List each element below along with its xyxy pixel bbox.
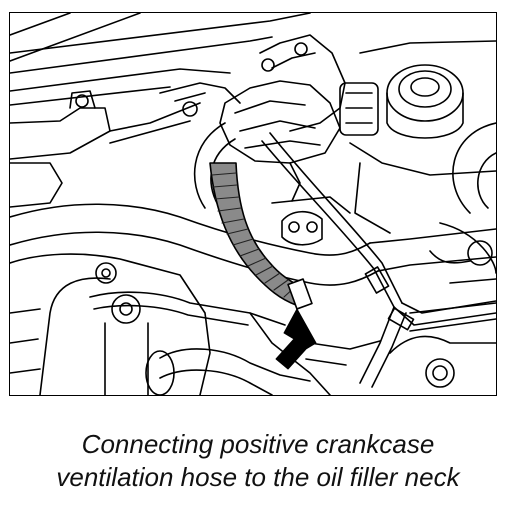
main-pipe: [10, 203, 496, 286]
reservoir-cap: [349, 40, 496, 234]
sensor-bracket: [219, 34, 379, 202]
up-right-pointer-arrow-icon: [275, 308, 317, 370]
corrugated-hose-icon: [209, 162, 313, 310]
figure-caption: Connecting positive crankcase ventilatio…: [0, 428, 516, 494]
oil-filler-neck: [271, 196, 351, 246]
caption-line-2: ventilation hose to the oil filler neck: [56, 462, 460, 492]
engine-bay-illustration: [9, 12, 497, 396]
left-bracket: [10, 82, 241, 208]
upper-cross-member: [10, 13, 311, 106]
engine-block: [10, 253, 311, 395]
right-components: [389, 122, 496, 388]
caption-line-1: Connecting positive crankcase: [81, 429, 435, 459]
line-drawing: [10, 13, 496, 395]
vacuum-lines: [261, 132, 496, 388]
